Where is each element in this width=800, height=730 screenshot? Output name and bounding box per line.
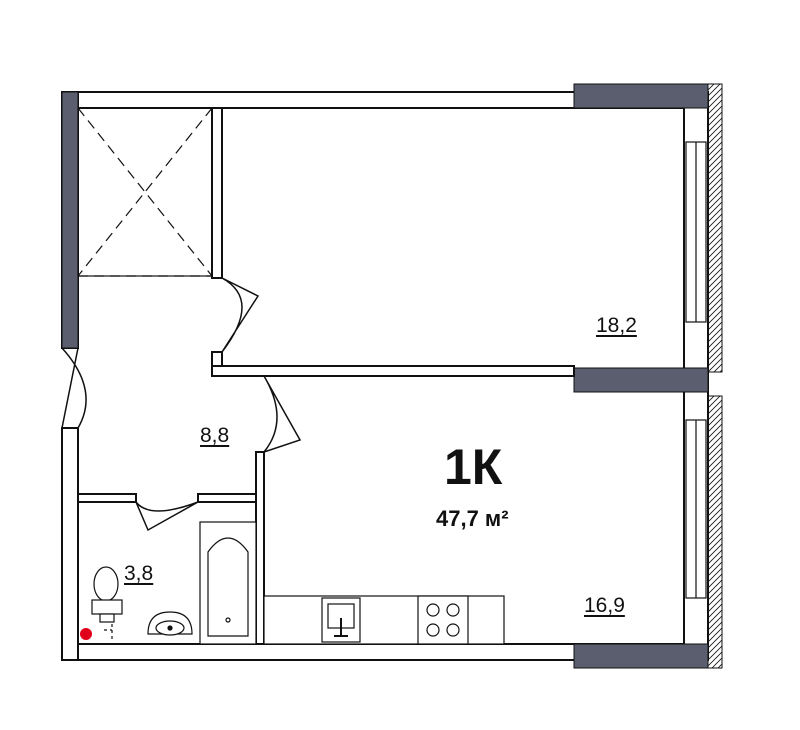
bathroom-door <box>135 501 199 532</box>
red-marker <box>80 628 92 640</box>
hallway-area: 8,8 <box>200 424 230 447</box>
entrance-door <box>61 347 87 429</box>
burner <box>446 603 460 617</box>
burner <box>426 603 440 617</box>
kitchen-area: 16,9 <box>584 594 625 617</box>
balcony-upper <box>707 83 723 373</box>
total-area: 47,7 м² <box>436 506 509 531</box>
kitchen-counter <box>263 595 505 645</box>
bathroom-area: 3,8 <box>124 562 154 585</box>
bathtub-inner <box>207 537 249 637</box>
toilet-bowl <box>93 566 119 602</box>
balcony-lower <box>707 395 723 669</box>
bathroom-right-wall <box>255 451 265 645</box>
stove <box>417 595 469 645</box>
bathtub-drain <box>225 617 231 623</box>
middle-right-column <box>573 367 709 393</box>
toilet <box>91 566 123 640</box>
living-room-area: 18,2 <box>596 314 637 337</box>
left-column <box>61 91 79 349</box>
closet-partition <box>211 107 223 279</box>
living-room-bottom-wall <box>211 365 575 377</box>
burner <box>426 623 440 637</box>
bottom-right-column <box>573 643 709 669</box>
living-room-door <box>221 277 260 353</box>
burner <box>446 623 460 637</box>
windows <box>685 141 707 599</box>
kitchen-door <box>263 375 302 453</box>
apartment-type: 1К <box>444 439 503 495</box>
washbasin <box>147 611 193 636</box>
toilet-tank <box>91 599 123 615</box>
bathroom-top-wall-right <box>197 493 261 503</box>
wardrobe <box>77 107 213 277</box>
top-right-column <box>573 83 709 109</box>
doors <box>61 277 302 532</box>
balcony-hatch <box>707 83 723 669</box>
bathtub <box>199 521 257 645</box>
left-wall-lower <box>61 427 79 661</box>
bathroom-top-wall-left <box>77 493 137 503</box>
